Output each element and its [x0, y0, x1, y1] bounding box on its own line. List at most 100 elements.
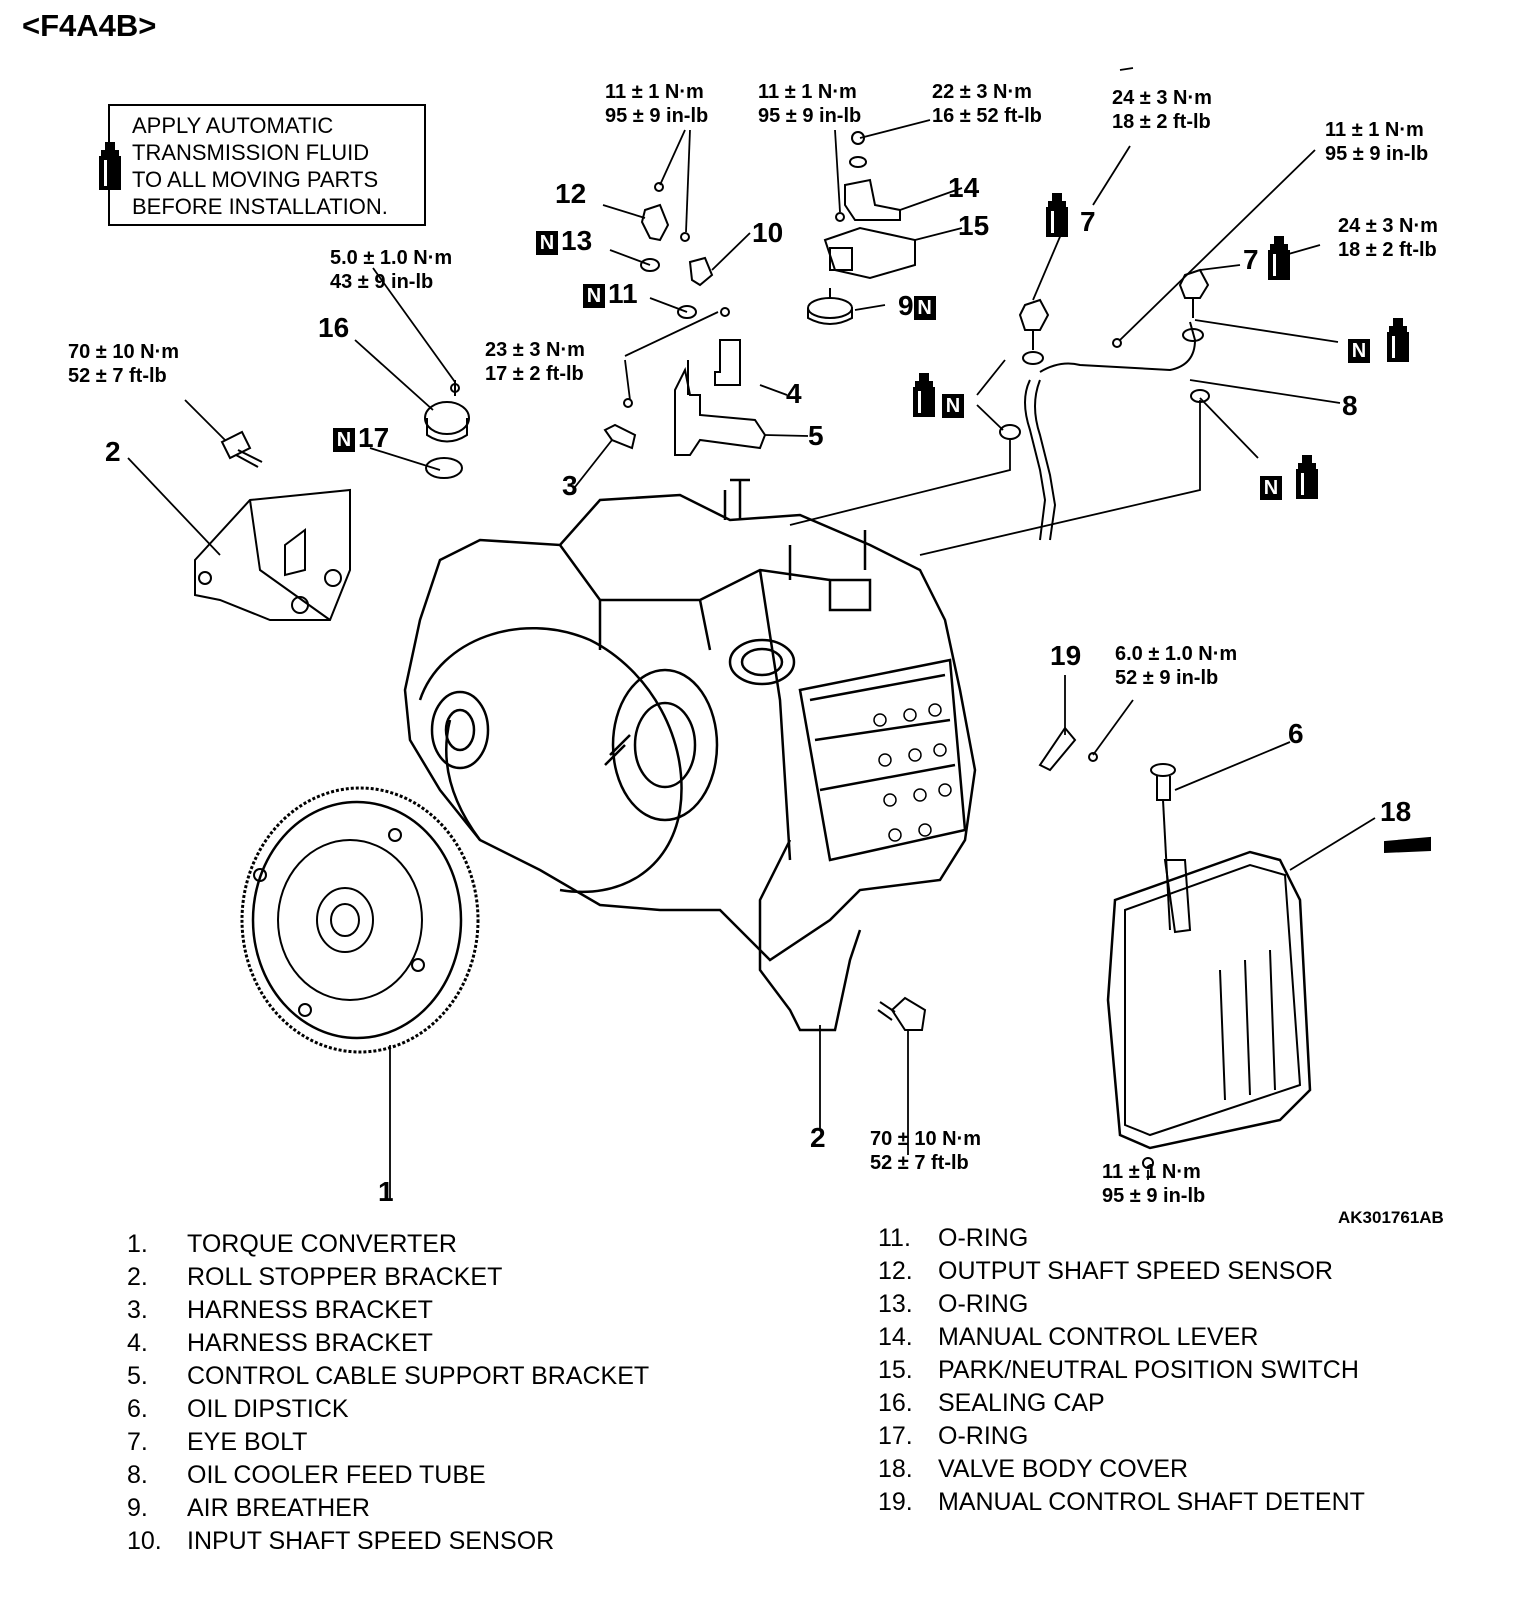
callout-2-bracket: 2 — [105, 436, 121, 467]
callout-4: 4 — [786, 378, 802, 409]
new-part-icon: N — [913, 295, 936, 320]
legend-right: 11. O-RING 12. OUTPUT SHAFT SPEED SENSOR 1… — [878, 1222, 1478, 1519]
figure-id: AK301761AB — [1338, 1208, 1444, 1227]
legend-number: 15. — [878, 1356, 913, 1384]
callout-11-number: 11 — [608, 278, 638, 309]
legend-label: VALVE BODY COVER — [938, 1455, 1189, 1483]
legend-number: 17. — [878, 1422, 913, 1450]
legend-left: 1.TORQUE CONVERTER 2.ROLL STOPPER BRACKE… — [127, 1228, 747, 1558]
transmission-case — [403, 478, 977, 1032]
torque-spec-sensor-12: 11 ± 1 N·m 95 ± 9 in-lb — [605, 81, 709, 127]
legend-label: AIR BREATHER — [187, 1494, 370, 1522]
new-part-icon: N — [333, 427, 355, 452]
legend-item: 11. O-RING — [878, 1222, 1478, 1255]
legend-label: O-RING — [938, 1422, 1029, 1450]
bolt-left-shape — [220, 430, 263, 468]
legend-item: 13.O-RING — [878, 1288, 1478, 1321]
air-breather-shape — [807, 288, 853, 325]
callout-14: 14 — [948, 172, 980, 203]
callout-18: 18 — [1380, 796, 1412, 827]
callout-8: 8 — [1342, 390, 1358, 421]
legend-item: 10. INPUT SHAFT SPEED SENSOR — [127, 1525, 747, 1558]
callout-2-bottom: 2 — [810, 1122, 826, 1153]
legend-item: 6.OIL DIPSTICK — [127, 1393, 747, 1426]
callout-17-number: 17 — [358, 422, 390, 453]
legend-label: PARK/NEUTRAL POSITION SWITCH — [938, 1356, 1359, 1384]
new-part-icon: N — [1348, 338, 1370, 363]
legend-label: MANUAL CONTROL LEVER — [938, 1323, 1259, 1351]
legend-number: 5. — [127, 1362, 148, 1390]
legend-number: 2. — [127, 1263, 148, 1291]
new-part-icon: N — [583, 283, 605, 308]
legend-number: 19. — [878, 1488, 913, 1516]
legend-label: OUTPUT SHAFT SPEED SENSOR — [938, 1257, 1333, 1285]
callout-7-right: 7 — [1243, 244, 1259, 275]
n-symbol-8b: N — [1260, 470, 1285, 502]
n-symbol-7: N — [942, 388, 967, 420]
torque-spec-tube-bolt: 11 ± 1 N·m 95 ± 9 in-lb — [1325, 119, 1429, 165]
torque-spec-pan-bolt: 11 ± 1 N·m 95 ± 9 in-lb — [1102, 1161, 1206, 1207]
roll-stopper-bracket-shape — [194, 488, 351, 621]
torque-spec-lever-nut: 22 ± 3 N·m 16 ± 52 ft-lb — [932, 81, 1042, 127]
legend-item: 9. AIR BREATHER — [127, 1492, 747, 1525]
legend-label: O-RING — [938, 1290, 1029, 1318]
legend-item: 5.CONTROL CABLE SUPPORT BRACKET — [127, 1360, 747, 1393]
legend-item: 14. MANUAL CONTROL LEVER — [878, 1321, 1478, 1354]
legend-label: INPUT SHAFT SPEED SENSOR — [187, 1527, 555, 1555]
legend-label: O-RING — [938, 1224, 1029, 1252]
legend-item: 7. EYE BOLT — [127, 1426, 747, 1459]
callout-9-number: 9 — [898, 290, 914, 321]
legend-item: 12. OUTPUT SHAFT SPEED SENSOR — [878, 1255, 1478, 1288]
callout-1: 1 — [378, 1176, 394, 1207]
legend-item: 15. PARK/NEUTRAL POSITION SWITCH — [878, 1354, 1478, 1387]
detent-shape — [1038, 726, 1098, 772]
atf-note-box: APPLY AUTOMATIC TRANSMISSION FLUID TO AL… — [99, 104, 426, 226]
legend-label: ROLL STOPPER BRACKET — [187, 1263, 503, 1291]
legend-number: 4. — [127, 1329, 148, 1357]
legend-number: 10. — [127, 1527, 162, 1555]
callout-15: 15 — [958, 210, 990, 241]
legend-number: 1. — [127, 1230, 148, 1258]
legend-item: 17. O-RING — [878, 1420, 1478, 1453]
exploded-view-diagram — [127, 67, 1431, 1200]
atf-note-text: APPLY AUTOMATIC TRANSMISSION FLUID TO AL… — [132, 113, 388, 219]
torque-converter-shape — [240, 786, 480, 1054]
legend-label: OIL DIPSTICK — [187, 1395, 349, 1423]
new-part-icon: N — [536, 230, 558, 255]
legend-label: SEALING CAP — [938, 1389, 1105, 1417]
pnp-switch-shape — [823, 131, 916, 280]
torque-spec-bottom-bolt: 70 ± 10 N·m 52 ± 7 ft-lb — [870, 1128, 982, 1174]
torque-spec-lever-bolt: 11 ± 1 N·m 95 ± 9 in-lb — [758, 81, 862, 127]
legend-number: 8. — [127, 1461, 148, 1489]
callout-10: 10 — [752, 217, 784, 248]
torque-spec-eye-bolt-top: 24 ± 3 N·m 18 ± 2 ft-lb — [1112, 87, 1212, 133]
document-id: M1232001000482 — [1318, 0, 1431, 2]
torque-spec-roll-stopper: 70 ± 10 N·m 52 ± 7 ft-lb — [68, 341, 180, 387]
valve-body-cover-shape — [1106, 763, 1431, 1169]
atf-bottle-icon — [99, 142, 121, 190]
torque-spec-detent: 6.0 ± 1.0 N·m 52 ± 9 in-lb — [1115, 643, 1238, 689]
legend-item: 18.VALVE BODY COVER — [878, 1453, 1478, 1486]
legend-label: HARNESS BRACKET — [187, 1296, 433, 1324]
torque-spec-harness-bracket: 23 ± 3 N·m 17 ± 2 ft-lb — [485, 339, 585, 385]
torque-spec-sealing-cap: 5.0 ± 1.0 N·m 43 ± 9 in-lb — [330, 247, 453, 293]
callout-5: 5 — [808, 420, 824, 451]
new-part-icon: N — [942, 393, 964, 418]
legend-number: 9. — [127, 1494, 148, 1522]
legend-label: MANUAL CONTROL SHAFT DETENT — [938, 1488, 1365, 1516]
fluid-bottle-icons — [913, 193, 1409, 499]
legend-label: EYE BOLT — [187, 1428, 308, 1456]
legend-label: OIL COOLER FEED TUBE — [187, 1461, 486, 1489]
legend-number: 3. — [127, 1296, 148, 1324]
legend-number: 14. — [878, 1323, 913, 1351]
legend-item: 16.SEALING CAP — [878, 1387, 1478, 1420]
oil-cooler-tube-shape — [999, 268, 1210, 541]
legend-number: 12. — [878, 1257, 913, 1285]
legend-item: 2. ROLL STOPPER BRACKET — [127, 1261, 747, 1294]
callout-13-number: 13 — [561, 225, 593, 256]
torque-spec-eye-bolt-right: 24 ± 3 N·m 18 ± 2 ft-lb — [1338, 215, 1438, 261]
legend-number: 11. — [878, 1224, 911, 1252]
legend-number: 7. — [127, 1428, 148, 1456]
